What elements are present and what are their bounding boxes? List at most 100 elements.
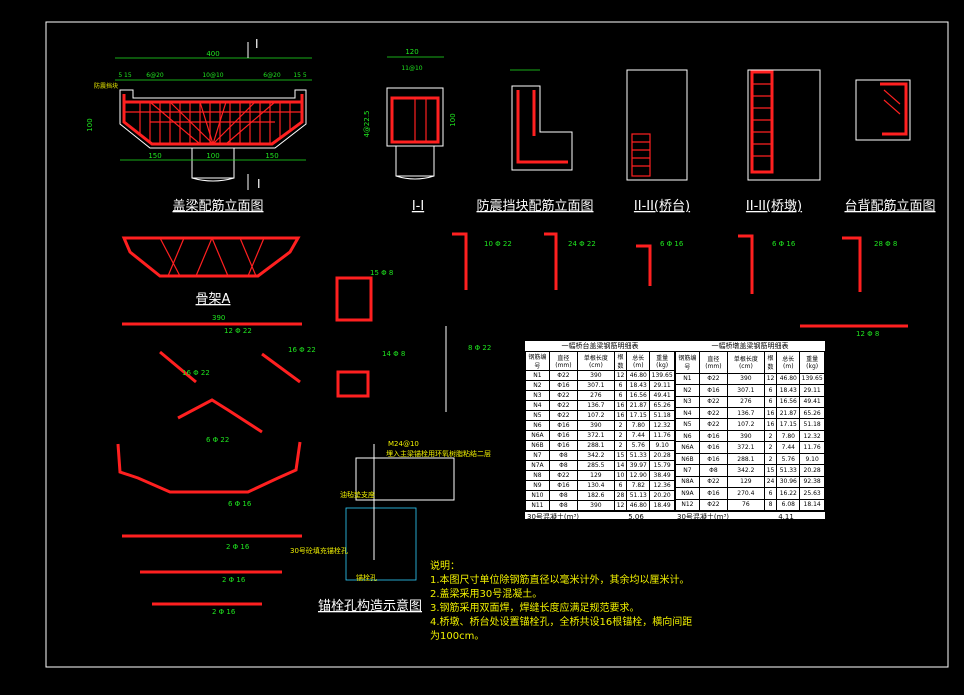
table-cell: 285.5 [577,460,615,471]
note-3: 3.钢筋采用双面焊，焊缝长度应满足规范要求。 [430,603,640,614]
sec1-dim-w: 120 [405,48,418,56]
anchor-top-label: M24@10 [388,440,419,448]
table-cell: N9A [675,487,700,500]
bar6b-spec: 2 Φ 16 [212,608,236,616]
table-cell: 276 [727,395,765,409]
table-cell: 76 [727,498,765,512]
table-cell: 342.2 [577,450,615,461]
bar2-spec: 6 Φ 16 [228,500,252,508]
table-cell: 288.1 [577,440,615,451]
table-cell: 12 [613,370,628,381]
section-1-1: 120 11@10 4@22.5 100 I-I [363,48,457,214]
table-cell: Φ16 [698,441,729,454]
table-cell: 14 [613,460,628,471]
table-header-cell: 单根长度(cm) [727,351,765,374]
table-cell: 38.49 [649,470,675,481]
table-cell: 9.10 [649,440,675,451]
note-4: 4.桥墩、桥台处设置锚栓孔，全桥共设16根锚栓，横向间距 [430,617,693,628]
table-cell: 12.36 [649,480,675,491]
table-cell: N6A [525,430,550,441]
table-title-left: 一幅桥台盖梁钢筋明细表 [561,342,639,350]
footer-right-label: 30号混凝土(m³) [677,513,729,521]
table-cell: 2 [613,420,628,431]
table-cell: 307.1 [577,380,615,391]
table-cell: 5.76 [776,452,801,466]
table-cell: N5 [525,410,550,421]
table-cell: Φ8 [698,464,729,477]
table-cell: 372.1 [727,441,765,454]
bar5-spec: 16 Φ 22 [288,346,316,354]
bar12-spec: 8 Φ 22 [468,344,491,352]
table-cell: N7 [525,450,550,461]
table-cell: 51.13 [626,490,651,501]
table-header-cell: 单根长度(cm) [577,351,615,371]
table-cell: 20.28 [649,450,675,461]
title-shear-block: 防震挡块配筋立面图 [476,198,593,214]
table-cell: Φ16 [548,480,579,491]
table-cell: 65.26 [799,407,825,420]
table-cell: 11.76 [799,441,825,454]
title-anchor-hole: 锚栓孔构造示意图 [318,598,422,614]
anchor-text2: 油毡垫支座 [340,490,375,499]
table-cell: 20.20 [649,490,675,501]
note-2: 2.盖梁采用30号混凝土。 [430,589,543,600]
table-cell: Φ8 [548,450,579,461]
table-cell: 17.15 [626,410,651,421]
table-cell: N8A [675,475,700,489]
table-cell: N6B [525,440,550,451]
table-cell: 9.10 [799,452,825,466]
table-cell: N7 [675,464,700,477]
table-cell: Φ16 [698,487,729,500]
table-cell: 65.26 [649,400,675,411]
table-cell: 28 [613,490,628,501]
table-cell: N6A [675,441,700,454]
notes: 说明： 1.本图尺寸单位除钢筋直径以毫米计外，其余均以厘米计。 2.盖梁采用30… [430,560,692,644]
cap-dim-b3: 150 [265,152,278,160]
table-cell: 12 [613,500,628,511]
table-cell: 390 [727,372,765,386]
table-cell: 25.63 [799,487,825,500]
table-cell: Φ16 [548,380,579,391]
sec1-dim-sub: 11@10 [401,65,422,72]
table-cell: 16.22 [776,487,801,500]
table-cell: N2 [525,380,550,391]
table-cell: N10 [525,490,550,501]
back-wall: 台背配筋立面图 [844,79,936,214]
cap-dim-h: 100 [86,118,94,131]
table-cell: 390 [577,370,615,381]
table-cell: 107.2 [577,410,615,421]
table-header-cell: 钢筋编号 [675,351,700,374]
bar8-spec: 10 Φ 22 [484,240,512,248]
table-cell: 136.7 [577,400,615,411]
table-cell: N2 [675,384,700,397]
shear-block: 防震挡块配筋立面图 [476,69,594,214]
table-cell: N6B [675,452,700,466]
table-cell: 46.80 [626,500,651,511]
table-cell: Φ22 [698,475,729,489]
table-cell: 182.6 [577,490,615,501]
bar1-spec: 12 Φ 22 [224,327,252,335]
footer-right-value: 4.11 [778,513,794,521]
table-cell: 6 [613,480,628,491]
table-cell: 21.87 [776,407,801,420]
table-cell: 24 [763,475,778,489]
table-header-cell: 钢筋编号 [525,351,550,371]
table-cell: N6 [675,429,700,443]
table-cell: 12.90 [626,470,651,481]
table-cell: 12 [763,372,778,386]
table-header-cell: 直径(mm) [548,351,579,371]
table-cell: 16.56 [626,390,651,401]
table-cell: 49.41 [799,395,825,409]
section-2-abutment: II-II(桥台) [626,69,690,214]
title-back-wall: 台背配筋立面图 [844,198,935,214]
table-cell: 2 [613,440,628,451]
